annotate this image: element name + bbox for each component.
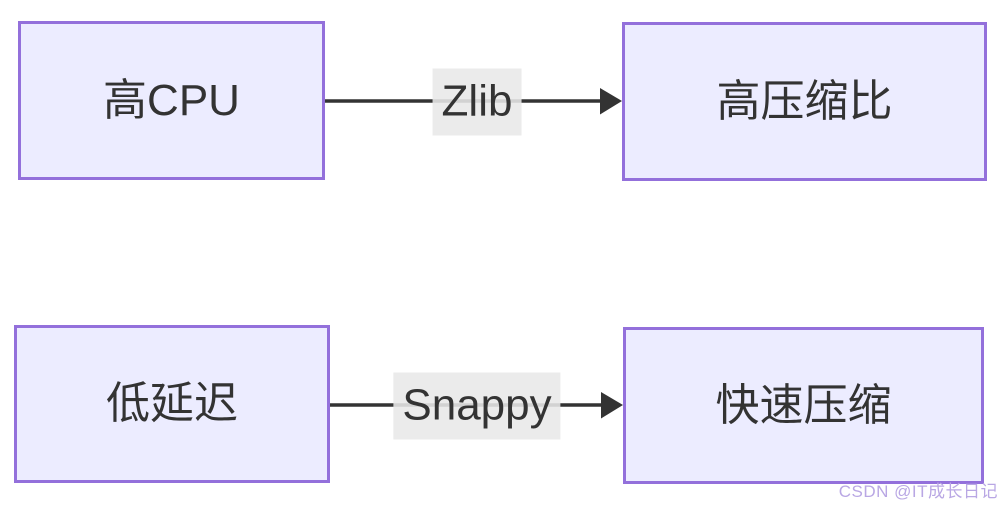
node-low-latency: 低延迟 xyxy=(14,325,330,483)
node-high-compression-label: 高压缩比 xyxy=(716,76,893,126)
node-low-latency-label: 低延迟 xyxy=(106,379,238,428)
node-high-cpu-label: 高CPU xyxy=(103,75,240,125)
node-fast-compression-label: 快速压缩 xyxy=(715,380,892,430)
edge-label-snappy: Snappy xyxy=(393,372,561,440)
edge-label-zlib: Zlib xyxy=(432,68,522,136)
node-fast-compression: 快速压缩 xyxy=(623,327,984,484)
node-high-compression: 高压缩比 xyxy=(622,22,987,181)
node-high-cpu: 高CPU xyxy=(18,21,325,180)
csdn-watermark: CSDN @IT成长日记 xyxy=(838,482,998,501)
